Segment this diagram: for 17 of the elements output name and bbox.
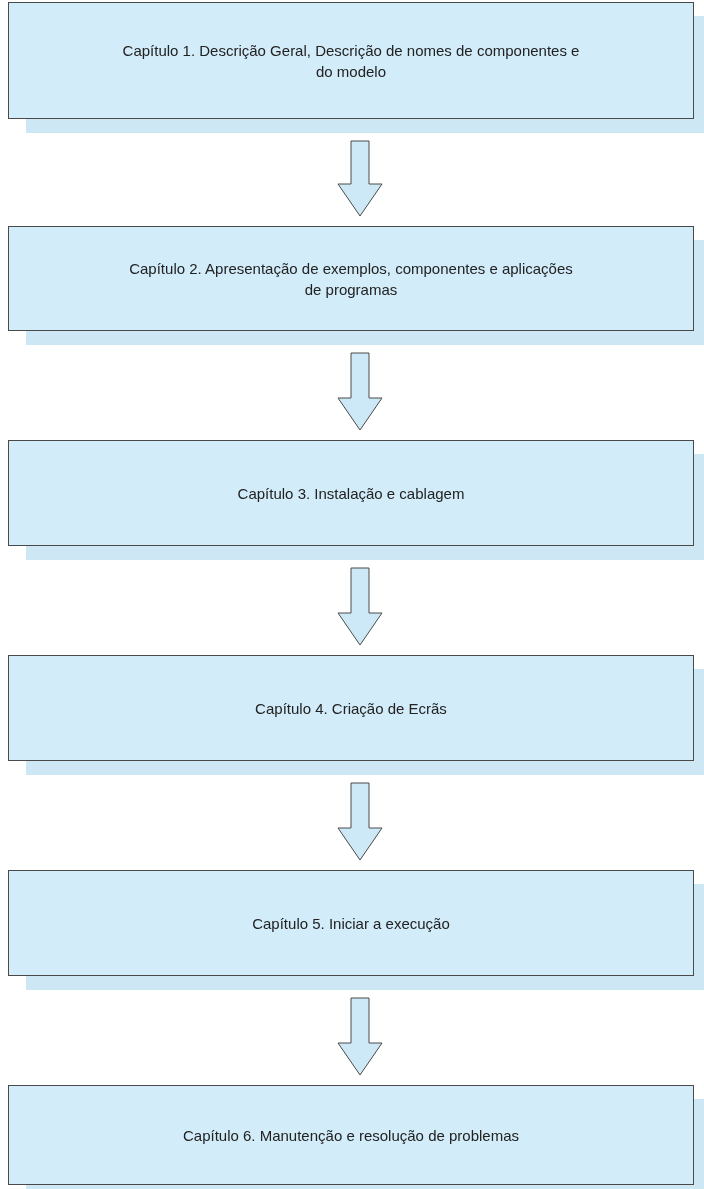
process-box xyxy=(8,870,694,976)
block-arrow xyxy=(337,997,383,1076)
block-arrow xyxy=(337,782,383,861)
process-box xyxy=(8,1085,694,1185)
block-arrow xyxy=(337,140,383,217)
chapter-title: Capítulo 2. Apresentação de exemplos, componentes e aplicações de programas xyxy=(128,258,574,300)
chapter-title: Capítulo 3. Instalação e cablagem xyxy=(237,483,465,504)
chapter-title: Capítulo 4. Criação de Ecrãs xyxy=(255,698,447,719)
chapter-title: Capítulo 5. Iniciar a execução xyxy=(252,913,450,934)
chapter-title: Capítulo 1. Descrição Geral, Descrição de nomes de componentes e do modelo xyxy=(121,40,581,82)
process-box xyxy=(8,2,694,119)
block-arrow xyxy=(337,352,383,431)
process-box xyxy=(8,655,694,761)
chapter-title: Capítulo 6. Manutenção e resolução de problemas xyxy=(182,1125,519,1146)
process-box xyxy=(8,440,694,546)
process-box xyxy=(8,226,694,331)
block-arrow xyxy=(337,567,383,646)
